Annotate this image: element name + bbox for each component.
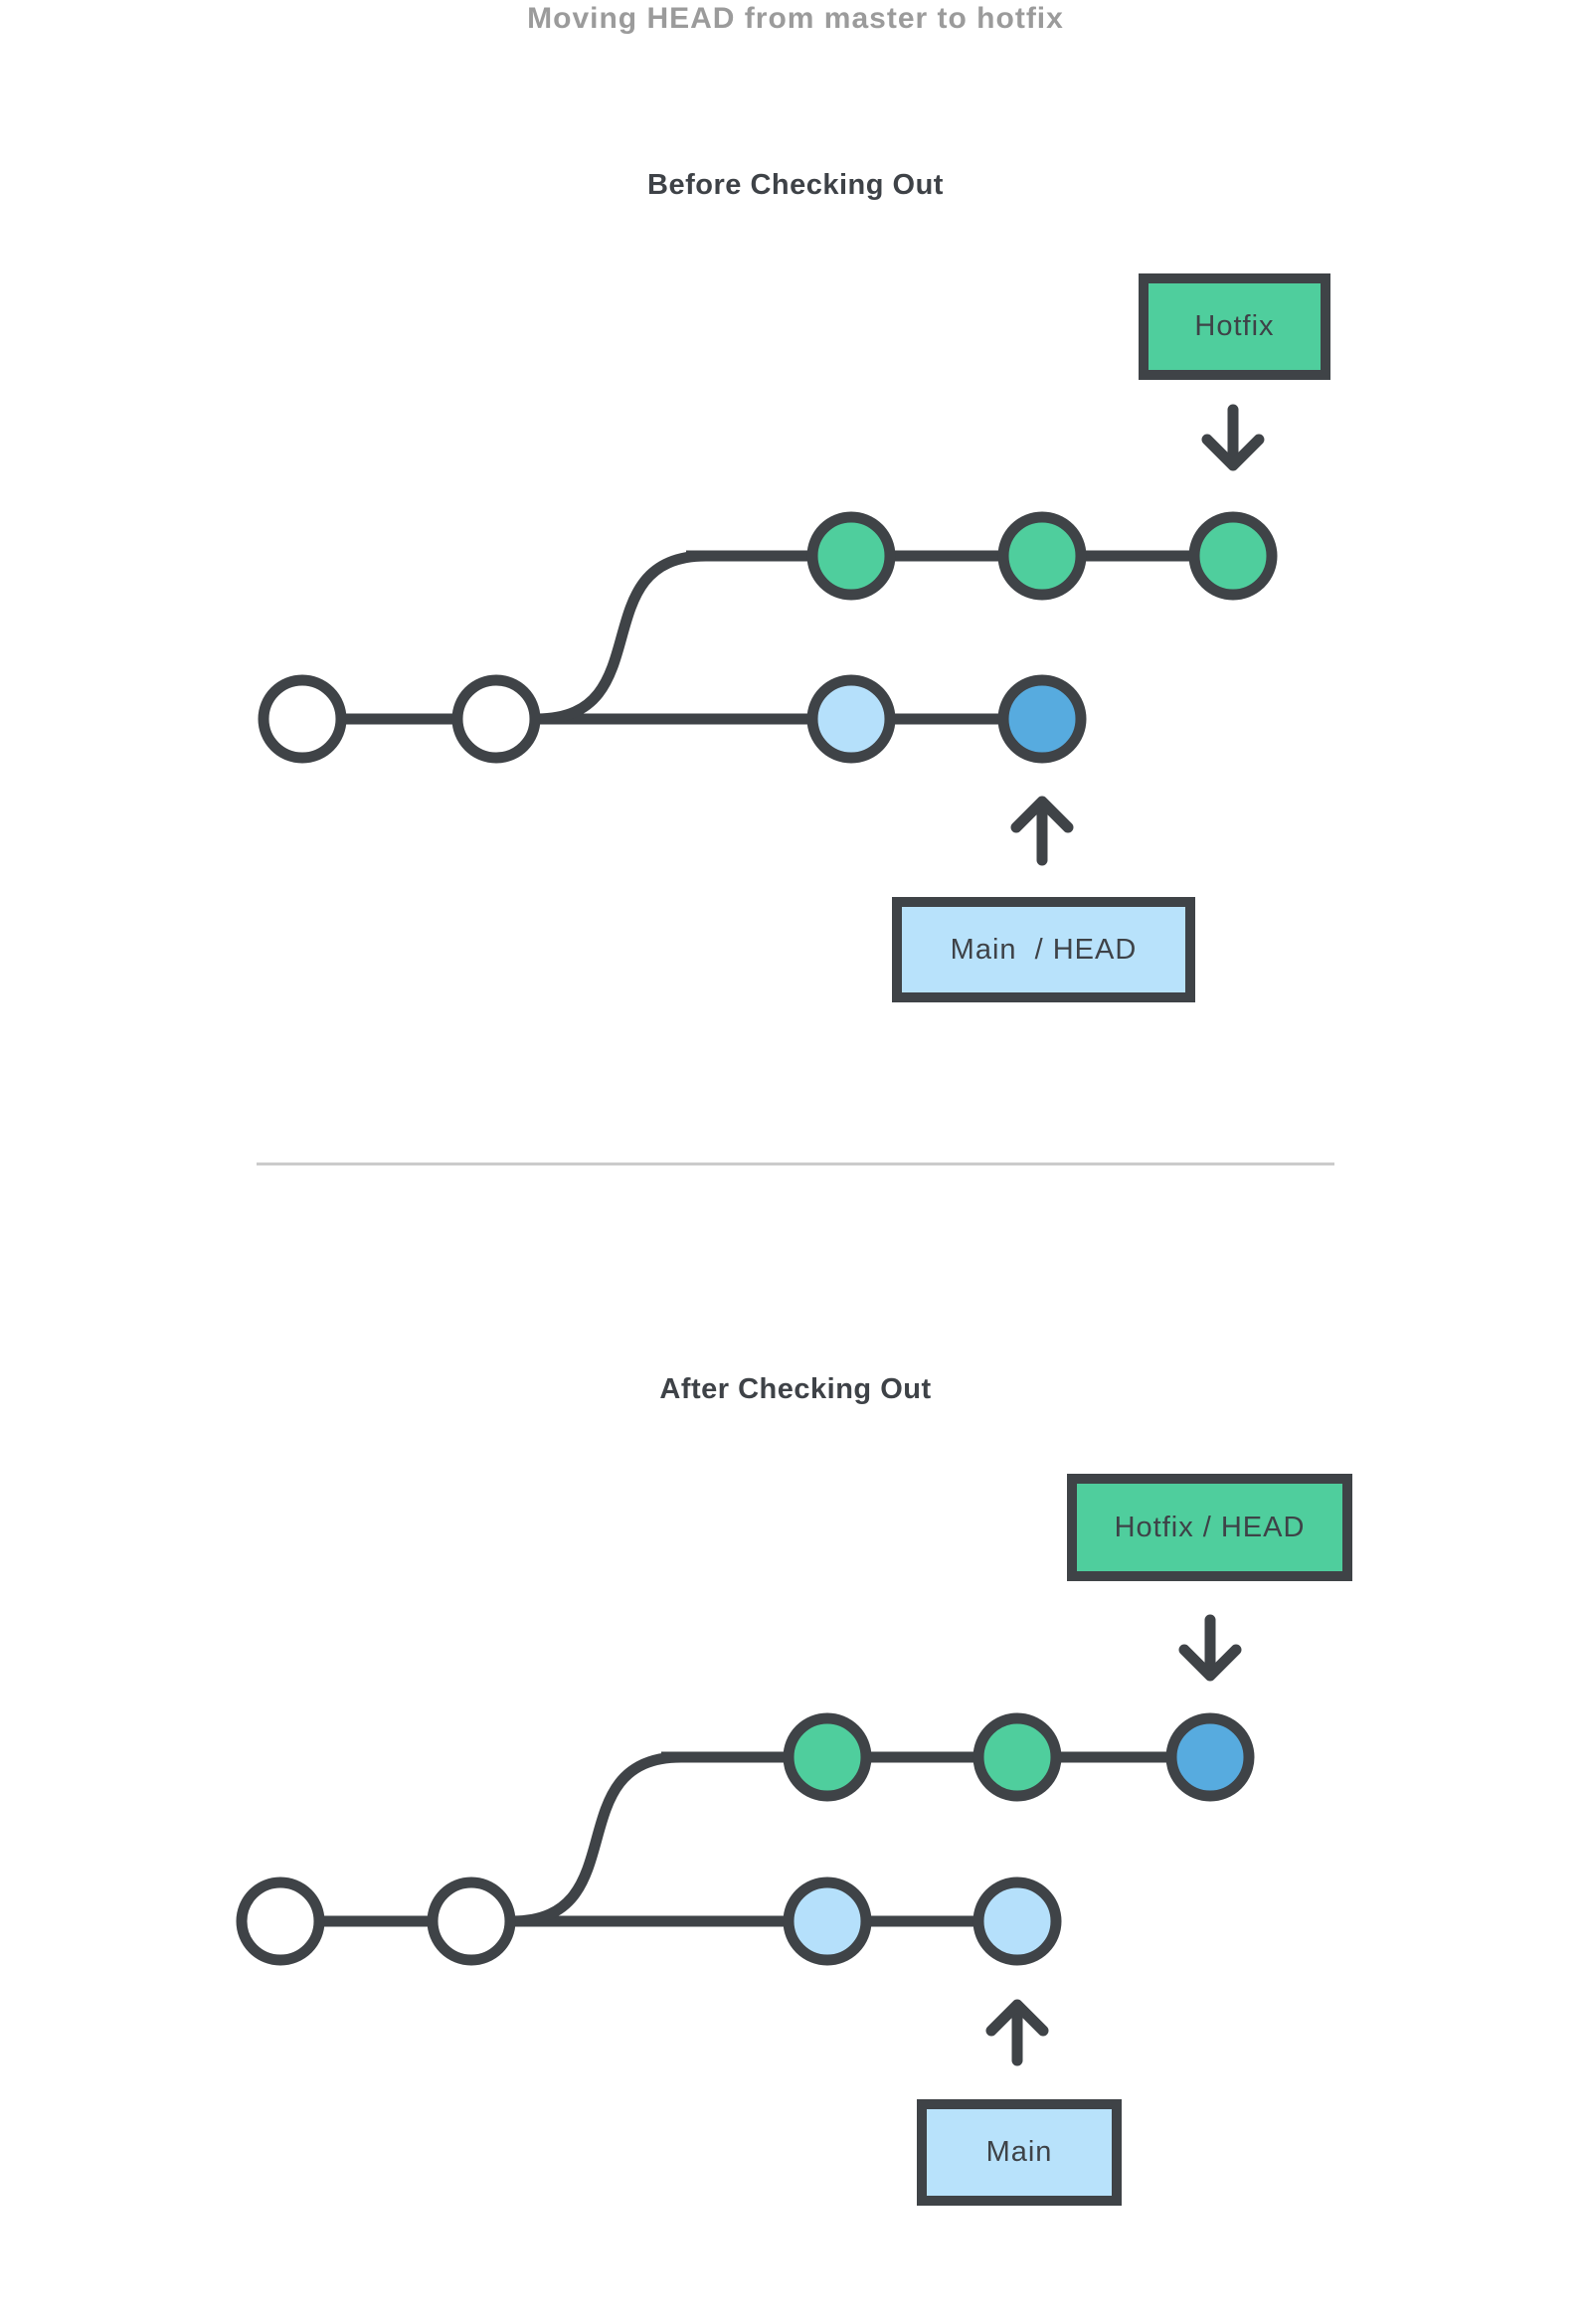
before-heading: Before Checking Out <box>647 169 944 201</box>
after-hotfix-head-label-box: Hotfix / HEAD <box>1067 1474 1352 1581</box>
after-main-commit-4 <box>972 1877 1062 1966</box>
after-hotfix-arrow-head <box>1178 1644 1242 1682</box>
before-main-commit-2 <box>451 674 541 764</box>
after-hotfix-commit-3-head <box>1165 1712 1255 1802</box>
after-main-arrow-head <box>985 1999 1049 2037</box>
after-graph <box>236 1614 1255 2066</box>
after-main-label-box: Main <box>917 2099 1122 2206</box>
after-hotfix-head-label: Hotfix / HEAD <box>1114 1511 1306 1543</box>
after-main-commit-1 <box>236 1877 325 1966</box>
before-hotfix-arrow-head <box>1201 434 1265 471</box>
after-main-commit-2 <box>427 1877 516 1966</box>
before-main-commit-4-head <box>997 674 1087 764</box>
page-title: Moving HEAD from master to hotfix <box>527 2 1064 35</box>
before-main-commit-1 <box>258 674 347 764</box>
after-branch-fork-curve <box>511 1751 682 1927</box>
after-hotfix-commit-1 <box>783 1712 872 1802</box>
before-hotfix-label: Hotfix <box>1194 310 1275 342</box>
before-hotfix-commit-3 <box>1188 511 1278 601</box>
before-hotfix-label-box: Hotfix <box>1139 273 1330 380</box>
before-main-head-label: Main / HEAD <box>950 933 1138 966</box>
before-branch-fork-curve <box>536 550 707 725</box>
after-main-label: Main <box>985 2136 1053 2168</box>
before-hotfix-commit-1 <box>806 511 896 601</box>
after-heading: After Checking Out <box>659 1373 932 1405</box>
after-main-commit-3 <box>783 1877 872 1966</box>
panel-divider <box>257 1162 1334 1165</box>
before-graph <box>258 404 1278 866</box>
before-main-head-label-box: Main / HEAD <box>892 897 1195 1002</box>
before-head-arrow-head <box>1010 796 1074 833</box>
before-main-commit-3 <box>806 674 896 764</box>
after-hotfix-commit-2 <box>972 1712 1062 1802</box>
before-hotfix-commit-2 <box>997 511 1087 601</box>
